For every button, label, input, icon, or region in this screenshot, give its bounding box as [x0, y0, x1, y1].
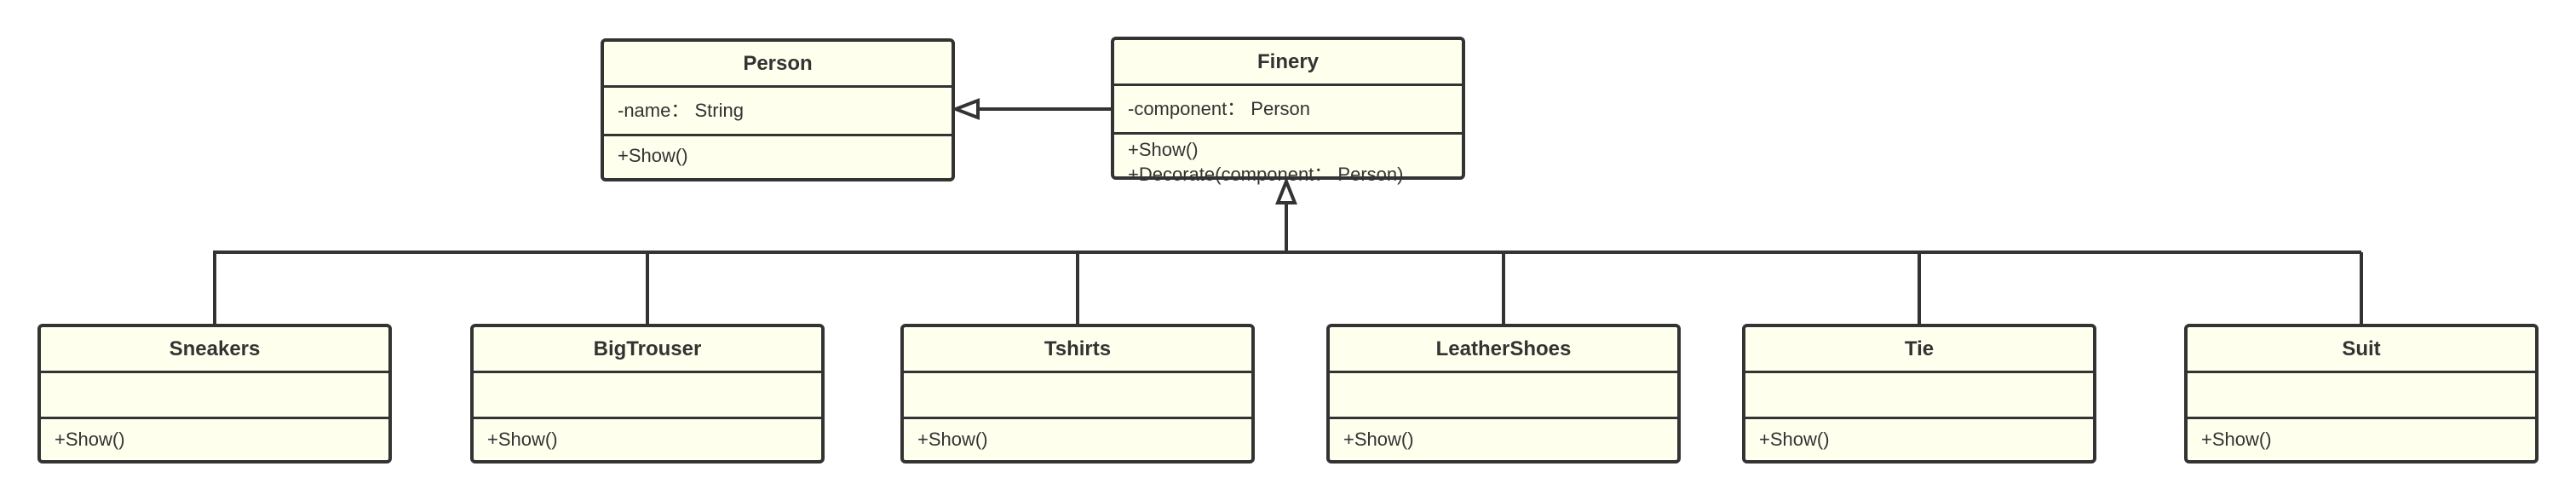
operation: +Show() — [1128, 139, 1199, 160]
person-class[interactable]: Person -name： String +Show() — [601, 38, 955, 181]
operation: +Show() — [487, 429, 558, 450]
attributes-compartment — [2188, 373, 2535, 419]
class-name: Finery — [1114, 40, 1462, 86]
operations-compartment: +Show() +Decorate(component： Person) — [1114, 135, 1462, 185]
operations-compartment: +Show() — [604, 136, 952, 178]
class-name: LeatherShoes — [1330, 327, 1677, 373]
suit-class[interactable]: Suit +Show() — [2184, 324, 2539, 464]
attributes-compartment: -component： Person — [1114, 86, 1462, 135]
operation: +Show() — [55, 429, 125, 450]
sneakers-class[interactable]: Sneakers +Show() — [37, 324, 392, 464]
class-name: BigTrouser — [474, 327, 821, 373]
operation: +Show() — [917, 429, 988, 450]
attributes-compartment — [474, 373, 821, 419]
attributes-compartment — [41, 373, 388, 419]
tshirts-class[interactable]: Tshirts +Show() — [900, 324, 1255, 464]
operations-compartment: +Show() — [2188, 419, 2535, 462]
leathershoes-class[interactable]: LeatherShoes +Show() — [1326, 324, 1681, 464]
class-name: Tshirts — [904, 327, 1251, 373]
attribute: -name： String — [618, 100, 744, 121]
class-name: Person — [604, 42, 952, 88]
attribute: -component： Person — [1128, 98, 1310, 119]
tie-class[interactable]: Tie +Show() — [1742, 324, 2096, 464]
finery-class[interactable]: Finery -component： Person +Show() +Decor… — [1111, 37, 1465, 185]
person-inheritance-arrowhead — [951, 98, 980, 120]
operation: +Show() — [618, 145, 688, 166]
operations-compartment: +Show() — [41, 419, 388, 462]
attributes-compartment: -name： String — [604, 88, 952, 136]
bigtrouser-class[interactable]: BigTrouser +Show() — [470, 324, 825, 464]
operation: +Show() — [1759, 429, 1830, 450]
operations-compartment: +Show() — [474, 419, 821, 462]
operations-compartment: +Show() — [1330, 419, 1677, 462]
operations-compartment: +Show() — [1745, 419, 2093, 462]
attributes-compartment — [1745, 373, 2093, 419]
class-name: Suit — [2188, 327, 2535, 373]
operation: +Show() — [2201, 429, 2272, 450]
class-name: Sneakers — [41, 327, 388, 373]
attributes-compartment — [904, 373, 1251, 419]
operation: +Show() — [1343, 429, 1414, 450]
attributes-compartment — [1330, 373, 1677, 419]
finery-inheritance-arrowhead — [1275, 176, 1297, 204]
operation: +Decorate(component： Person) — [1128, 164, 1404, 185]
operations-compartment: +Show() — [904, 419, 1251, 462]
class-name: Tie — [1745, 327, 2093, 373]
